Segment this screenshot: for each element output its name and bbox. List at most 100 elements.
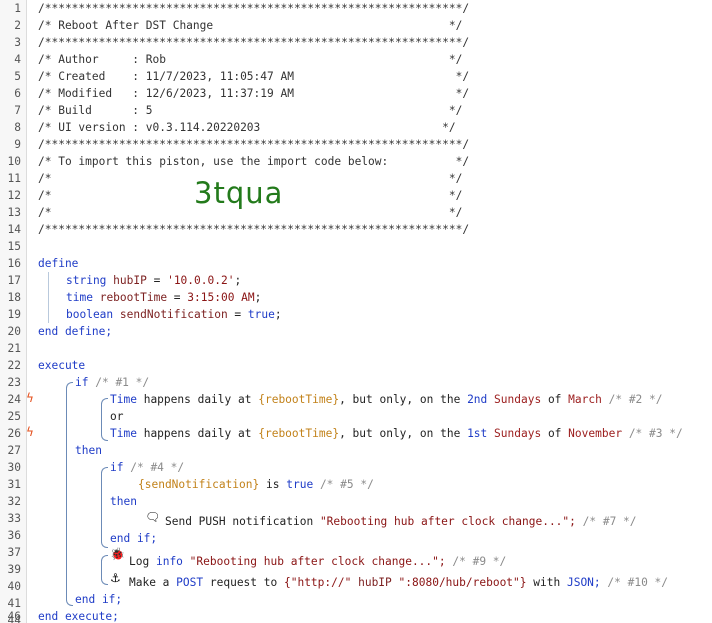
trigger-text: , but only, on the (339, 427, 461, 440)
month: March (568, 393, 602, 406)
trigger-subject: Time (110, 393, 137, 406)
trigger-text: happens daily at (143, 393, 252, 406)
line-number: 36 (7, 529, 21, 542)
line-number: 46 (7, 610, 21, 623)
line-number: 30 (7, 461, 21, 474)
if-statement[interactable]: if /* #1 */ (75, 374, 149, 391)
line-number: 40 (7, 580, 21, 593)
header-blank: /* */ (38, 189, 463, 202)
type-keyword: string (66, 274, 107, 287)
execute-label: execute (38, 359, 86, 372)
line-number: 44 (7, 614, 21, 623)
line-number: 41 (7, 597, 21, 610)
variable-ref: hubIP (358, 576, 392, 589)
end-define-label: end define; (38, 325, 113, 338)
send-push-action[interactable]: Send PUSH notification "Rebooting hub af… (165, 513, 637, 530)
action-group-bracket (101, 555, 108, 585)
if-keyword: if (75, 376, 89, 389)
inner-if-statement[interactable]: if /* #4 */ (110, 459, 184, 476)
then-label: then (75, 444, 102, 457)
line-number: 11 (7, 172, 21, 185)
variable-ref: {rebootTime} (258, 427, 340, 440)
trigger-subject: Time (110, 427, 137, 440)
header-border: /***************************************… (38, 36, 470, 49)
line-number: 12 (7, 189, 21, 202)
line-number: 16 (7, 257, 21, 270)
define-indent-guide (48, 272, 49, 323)
line-number: 7 (14, 104, 21, 117)
variable-hubip[interactable]: string hubIP = '10.0.0.2'; (66, 274, 242, 287)
trigger-text: of (547, 393, 562, 406)
statement-id-comment: /* #4 */ (130, 461, 185, 474)
trigger-text: , but only, on the (339, 393, 461, 406)
http-method: POST (176, 576, 204, 589)
end-if-outer[interactable]: end if; (75, 591, 122, 608)
log-action[interactable]: Log info "Rebooting hub after clock chan… (129, 553, 506, 570)
trigger-text: happens daily at (143, 427, 252, 440)
http-request-action[interactable]: Make a POST request to {"http://" hubIP … (129, 574, 668, 591)
line-number: 32 (7, 495, 21, 508)
end-if-label: end if; (110, 532, 158, 545)
line-number: 23 (7, 376, 21, 389)
weekday: Sundays (494, 427, 542, 440)
bug-icon: 🐞 (110, 547, 125, 561)
ordinal: 2nd (467, 393, 488, 406)
statement-id-comment: /* #1 */ (95, 376, 150, 389)
message-string: "Rebooting hub after clock change..."; (189, 555, 446, 568)
action-text: with (533, 576, 561, 589)
line-number: 10 (7, 155, 21, 168)
header-title: /* Reboot After DST Change */ (38, 19, 463, 32)
line-number: 37 (7, 546, 21, 559)
line-number: 22 (7, 359, 21, 372)
statement-id-comment: /* #9 */ (452, 555, 507, 568)
line-number: 25 (7, 410, 21, 423)
statement-id-comment: /* #3 */ (628, 427, 683, 440)
line-number: 24 (7, 393, 21, 406)
line-number: 15 (7, 240, 21, 253)
log-level: info (155, 555, 183, 568)
then-keyword[interactable]: then (75, 442, 102, 459)
end-if-label: end if; (75, 593, 123, 606)
line-number: 33 (7, 512, 21, 525)
type-keyword: time (66, 291, 93, 304)
variable-reboottime[interactable]: time rebootTime = 3:15:00 AM; (66, 291, 262, 304)
line-number: 3 (14, 36, 21, 49)
define-keyword[interactable]: define (38, 255, 78, 272)
variable-value: 3:15:00 AM (187, 291, 255, 304)
then-label: then (110, 495, 137, 508)
month: November (568, 427, 623, 440)
inner-end-if[interactable]: end if; (110, 530, 157, 547)
line-number: 1 (14, 2, 21, 15)
import-code[interactable]: 3tqua (194, 176, 284, 210)
action-text: Make a (129, 576, 170, 589)
trigger-condition-november[interactable]: Time happens daily at {rebootTime}, but … (110, 425, 683, 442)
execute-keyword[interactable]: execute (38, 357, 85, 374)
action-text: request to (209, 576, 278, 589)
if-keyword: if (110, 461, 124, 474)
condition-group-bracket (101, 398, 108, 441)
operator: is (266, 478, 280, 491)
line-number: 8 (14, 121, 21, 134)
line-number: 21 (7, 342, 21, 355)
define-label: define (38, 257, 79, 270)
line-number: 18 (7, 291, 21, 304)
line-number: 17 (7, 274, 21, 287)
variable-sendnotification[interactable]: boolean sendNotification = true; (66, 308, 282, 321)
ordinal: 1st (467, 427, 488, 440)
inner-then-keyword[interactable]: then (110, 493, 137, 510)
end-execute[interactable]: end execute; (38, 608, 119, 623)
end-define[interactable]: end define; (38, 323, 112, 340)
line-number: 5 (14, 70, 21, 83)
trigger-condition-march[interactable]: Time happens daily at {rebootTime}, but … (110, 391, 663, 408)
action-text: Log (129, 555, 150, 568)
line-number: 6 (14, 87, 21, 100)
header-border: /***************************************… (38, 223, 470, 236)
condition-sendnotification[interactable]: {sendNotification} is true /* #5 */ (138, 476, 374, 493)
variable-ref: {rebootTime} (258, 393, 340, 406)
header-import-note: /* To import this piston, use the import… (38, 155, 470, 168)
line-number: 2 (14, 19, 21, 32)
statement-id-comment: /* #7 */ (582, 515, 637, 528)
line-number: 20 (7, 325, 21, 338)
or-operator[interactable]: or (110, 408, 123, 425)
